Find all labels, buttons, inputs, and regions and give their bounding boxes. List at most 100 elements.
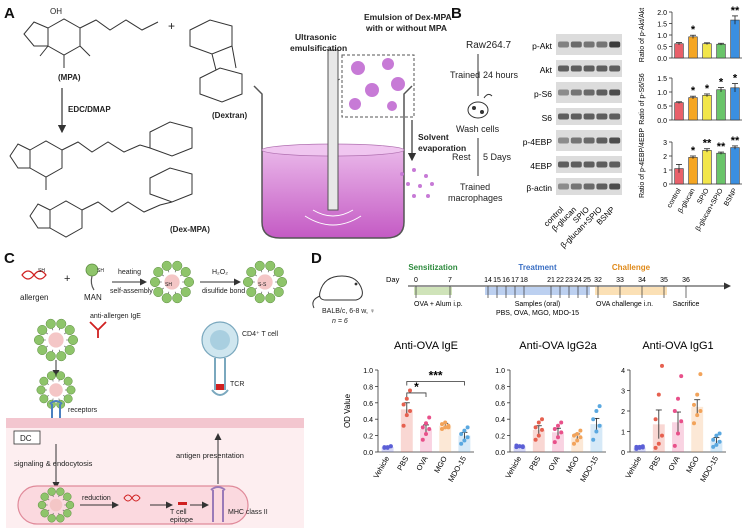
reagent-label: EDC/DMAP <box>68 105 111 114</box>
heating-label: heating <box>118 269 141 276</box>
bar <box>674 43 684 59</box>
bar <box>702 150 712 185</box>
bar <box>571 437 584 452</box>
y-tick-label: 0 <box>663 182 667 189</box>
dextran-structure <box>189 19 243 103</box>
y-tick-label: 0.2 <box>363 434 373 441</box>
y-tick-label: 0.2 <box>495 434 505 441</box>
allergen-sh-label: SH <box>38 268 45 274</box>
self-assembly-label: self-assembly <box>110 288 153 295</box>
bar <box>730 87 740 121</box>
category-label: MGO <box>432 454 449 474</box>
np-head <box>64 344 75 356</box>
data-point <box>443 425 448 430</box>
epitope-label-1: T cell <box>170 509 187 516</box>
np-head <box>56 371 66 381</box>
data-point <box>404 413 409 418</box>
category-label: MDO-15 <box>446 455 468 484</box>
data-point <box>679 419 684 424</box>
significance-label: *** <box>429 368 443 382</box>
np-head <box>45 351 56 362</box>
data-point <box>578 428 583 433</box>
data-point <box>660 363 664 368</box>
man-label: MAN <box>84 293 102 302</box>
mouse-icon <box>312 275 363 309</box>
data-point <box>634 444 639 449</box>
blot-band <box>609 183 621 190</box>
significance-label: * <box>691 85 696 97</box>
challenge-label: Challenge <box>612 263 651 272</box>
np-head <box>64 324 75 336</box>
bar <box>691 406 704 452</box>
blot-band <box>609 41 621 48</box>
np-head <box>47 487 56 496</box>
y-tick-label: 4 <box>621 368 625 375</box>
data-point <box>653 417 658 422</box>
receptors-label: receptors <box>68 407 98 414</box>
y-tick-label: 0.5 <box>657 104 667 111</box>
blot-protein-label: 4EBP <box>530 161 552 171</box>
data-point <box>462 438 467 443</box>
plus-sign: + <box>168 19 175 33</box>
data-point <box>591 417 596 422</box>
data-point <box>556 423 560 428</box>
np-head <box>63 376 73 386</box>
data-point <box>594 409 599 413</box>
blot-band <box>596 161 608 168</box>
y-axis-label: Ratio of p-S6/S6 <box>639 73 646 124</box>
np-head <box>161 260 172 271</box>
data-point <box>656 441 661 446</box>
np-head <box>172 260 183 271</box>
trained-label: Trained <box>450 70 480 80</box>
bar <box>420 429 432 452</box>
timeline-day: 34 <box>638 277 646 284</box>
blot-band <box>583 137 595 144</box>
data-point <box>695 413 700 418</box>
blot-chart-3: 0123control*β-glucan**SPIO**β-glucan+SPI… <box>639 128 742 232</box>
np-core <box>49 498 63 512</box>
panel-a-label: A <box>4 5 15 22</box>
np-head <box>56 514 65 523</box>
data-point <box>424 431 428 436</box>
data-point <box>514 443 519 448</box>
endosome <box>17 485 249 525</box>
np-head <box>63 492 72 501</box>
timeline-day: 22 <box>556 277 564 284</box>
bar <box>716 152 726 185</box>
data-point <box>533 437 538 442</box>
bar <box>590 424 603 452</box>
data-point <box>717 439 722 444</box>
y-tick-label: 3 <box>621 389 625 396</box>
np-head <box>37 324 48 336</box>
sacrifice-text: Sacrifice <box>673 301 700 308</box>
data-point <box>556 435 560 440</box>
timeline-day: 7 <box>448 277 452 284</box>
bar <box>513 446 526 452</box>
data-point <box>597 404 602 409</box>
np-head <box>63 394 73 404</box>
np-head <box>33 334 45 346</box>
y-tick-label: 0.4 <box>363 417 373 424</box>
np-head <box>39 376 49 386</box>
data-point <box>420 437 425 442</box>
chart-title: Anti-OVA IgE <box>394 340 458 352</box>
category-label: PBS <box>647 455 662 473</box>
significance-label: * <box>414 380 419 394</box>
y-tick-label: 0 <box>621 450 625 457</box>
treatment-label: Treatment <box>518 263 557 272</box>
np-head <box>63 509 72 518</box>
challenge-band <box>595 287 667 295</box>
panel-c-label: C <box>4 250 15 267</box>
data-point <box>672 409 677 413</box>
y-axis-label: Ratio of p-4EBP/4EBP <box>639 128 646 198</box>
blot-band <box>558 161 569 168</box>
category-label: OVA <box>666 455 681 473</box>
y-tick-label: 1.0 <box>657 33 667 40</box>
np-head <box>265 293 276 304</box>
bar <box>532 429 545 452</box>
data-point <box>698 372 703 377</box>
blot-protein-label: S6 <box>542 113 553 123</box>
